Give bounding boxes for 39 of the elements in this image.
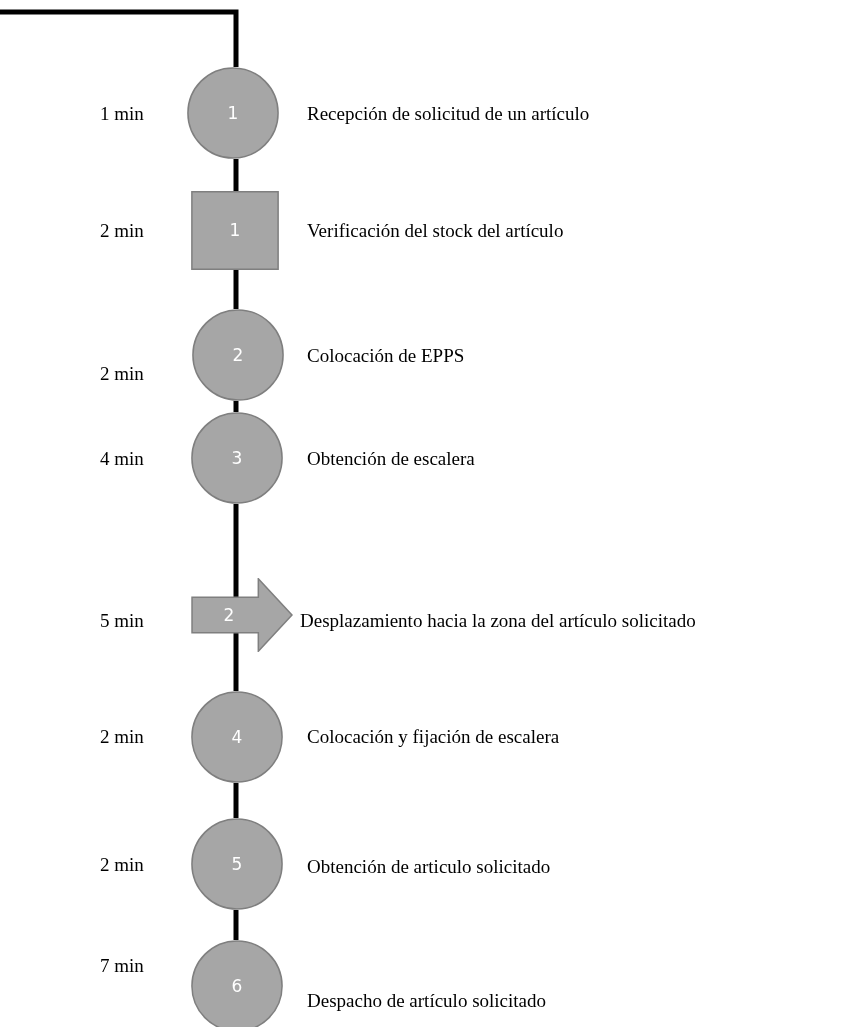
step-number: 5 bbox=[231, 855, 243, 873]
step-description: Verificación del stock del artículo bbox=[307, 220, 564, 240]
connector-line bbox=[233, 910, 239, 940]
step-description: Desplazamiento hacia la zona del artículo solicitado bbox=[300, 610, 696, 630]
duration-label: 2 min bbox=[100, 726, 144, 746]
step-description: Obtención de escalera bbox=[307, 448, 475, 468]
step-number: 6 bbox=[231, 977, 243, 995]
duration-label: 2 min bbox=[100, 854, 144, 874]
step-number: 4 bbox=[231, 728, 243, 746]
operation-circle bbox=[192, 309, 284, 401]
step-number: 2 bbox=[223, 606, 235, 624]
step-description: Despacho de artículo solicitado bbox=[307, 990, 546, 1010]
operation-circle bbox=[191, 412, 283, 504]
connector-line bbox=[233, 783, 239, 818]
step-number: 1 bbox=[229, 222, 241, 239]
step-description: Recepción de solicitud de un artículo bbox=[307, 103, 590, 123]
transport-arrow bbox=[191, 578, 293, 652]
inspection-square bbox=[191, 191, 279, 270]
operation-circle bbox=[187, 67, 279, 159]
step-number: 2 bbox=[232, 346, 244, 364]
connector-line bbox=[233, 504, 239, 598]
connector-line bbox=[233, 159, 239, 191]
operation-circle bbox=[191, 818, 283, 910]
step-number: 1 bbox=[227, 104, 239, 122]
connector-line bbox=[233, 270, 239, 309]
connector-line bbox=[0, 9, 239, 67]
connector-line bbox=[233, 401, 239, 412]
duration-label: 5 min bbox=[100, 610, 144, 630]
duration-label: 2 min bbox=[100, 220, 144, 240]
step-description: Colocación y fijación de escalera bbox=[307, 726, 560, 746]
operation-circle bbox=[191, 691, 283, 783]
connector-line bbox=[233, 632, 239, 691]
duration-label: 1 min bbox=[100, 103, 144, 123]
duration-label: 7 min bbox=[100, 955, 144, 975]
step-description: Colocación de EPPS bbox=[307, 345, 465, 365]
step-number: 3 bbox=[231, 449, 243, 467]
duration-label: 4 min bbox=[100, 448, 144, 468]
duration-label: 2 min bbox=[100, 363, 144, 383]
step-description: Obtención de articulo solicitado bbox=[307, 856, 551, 876]
